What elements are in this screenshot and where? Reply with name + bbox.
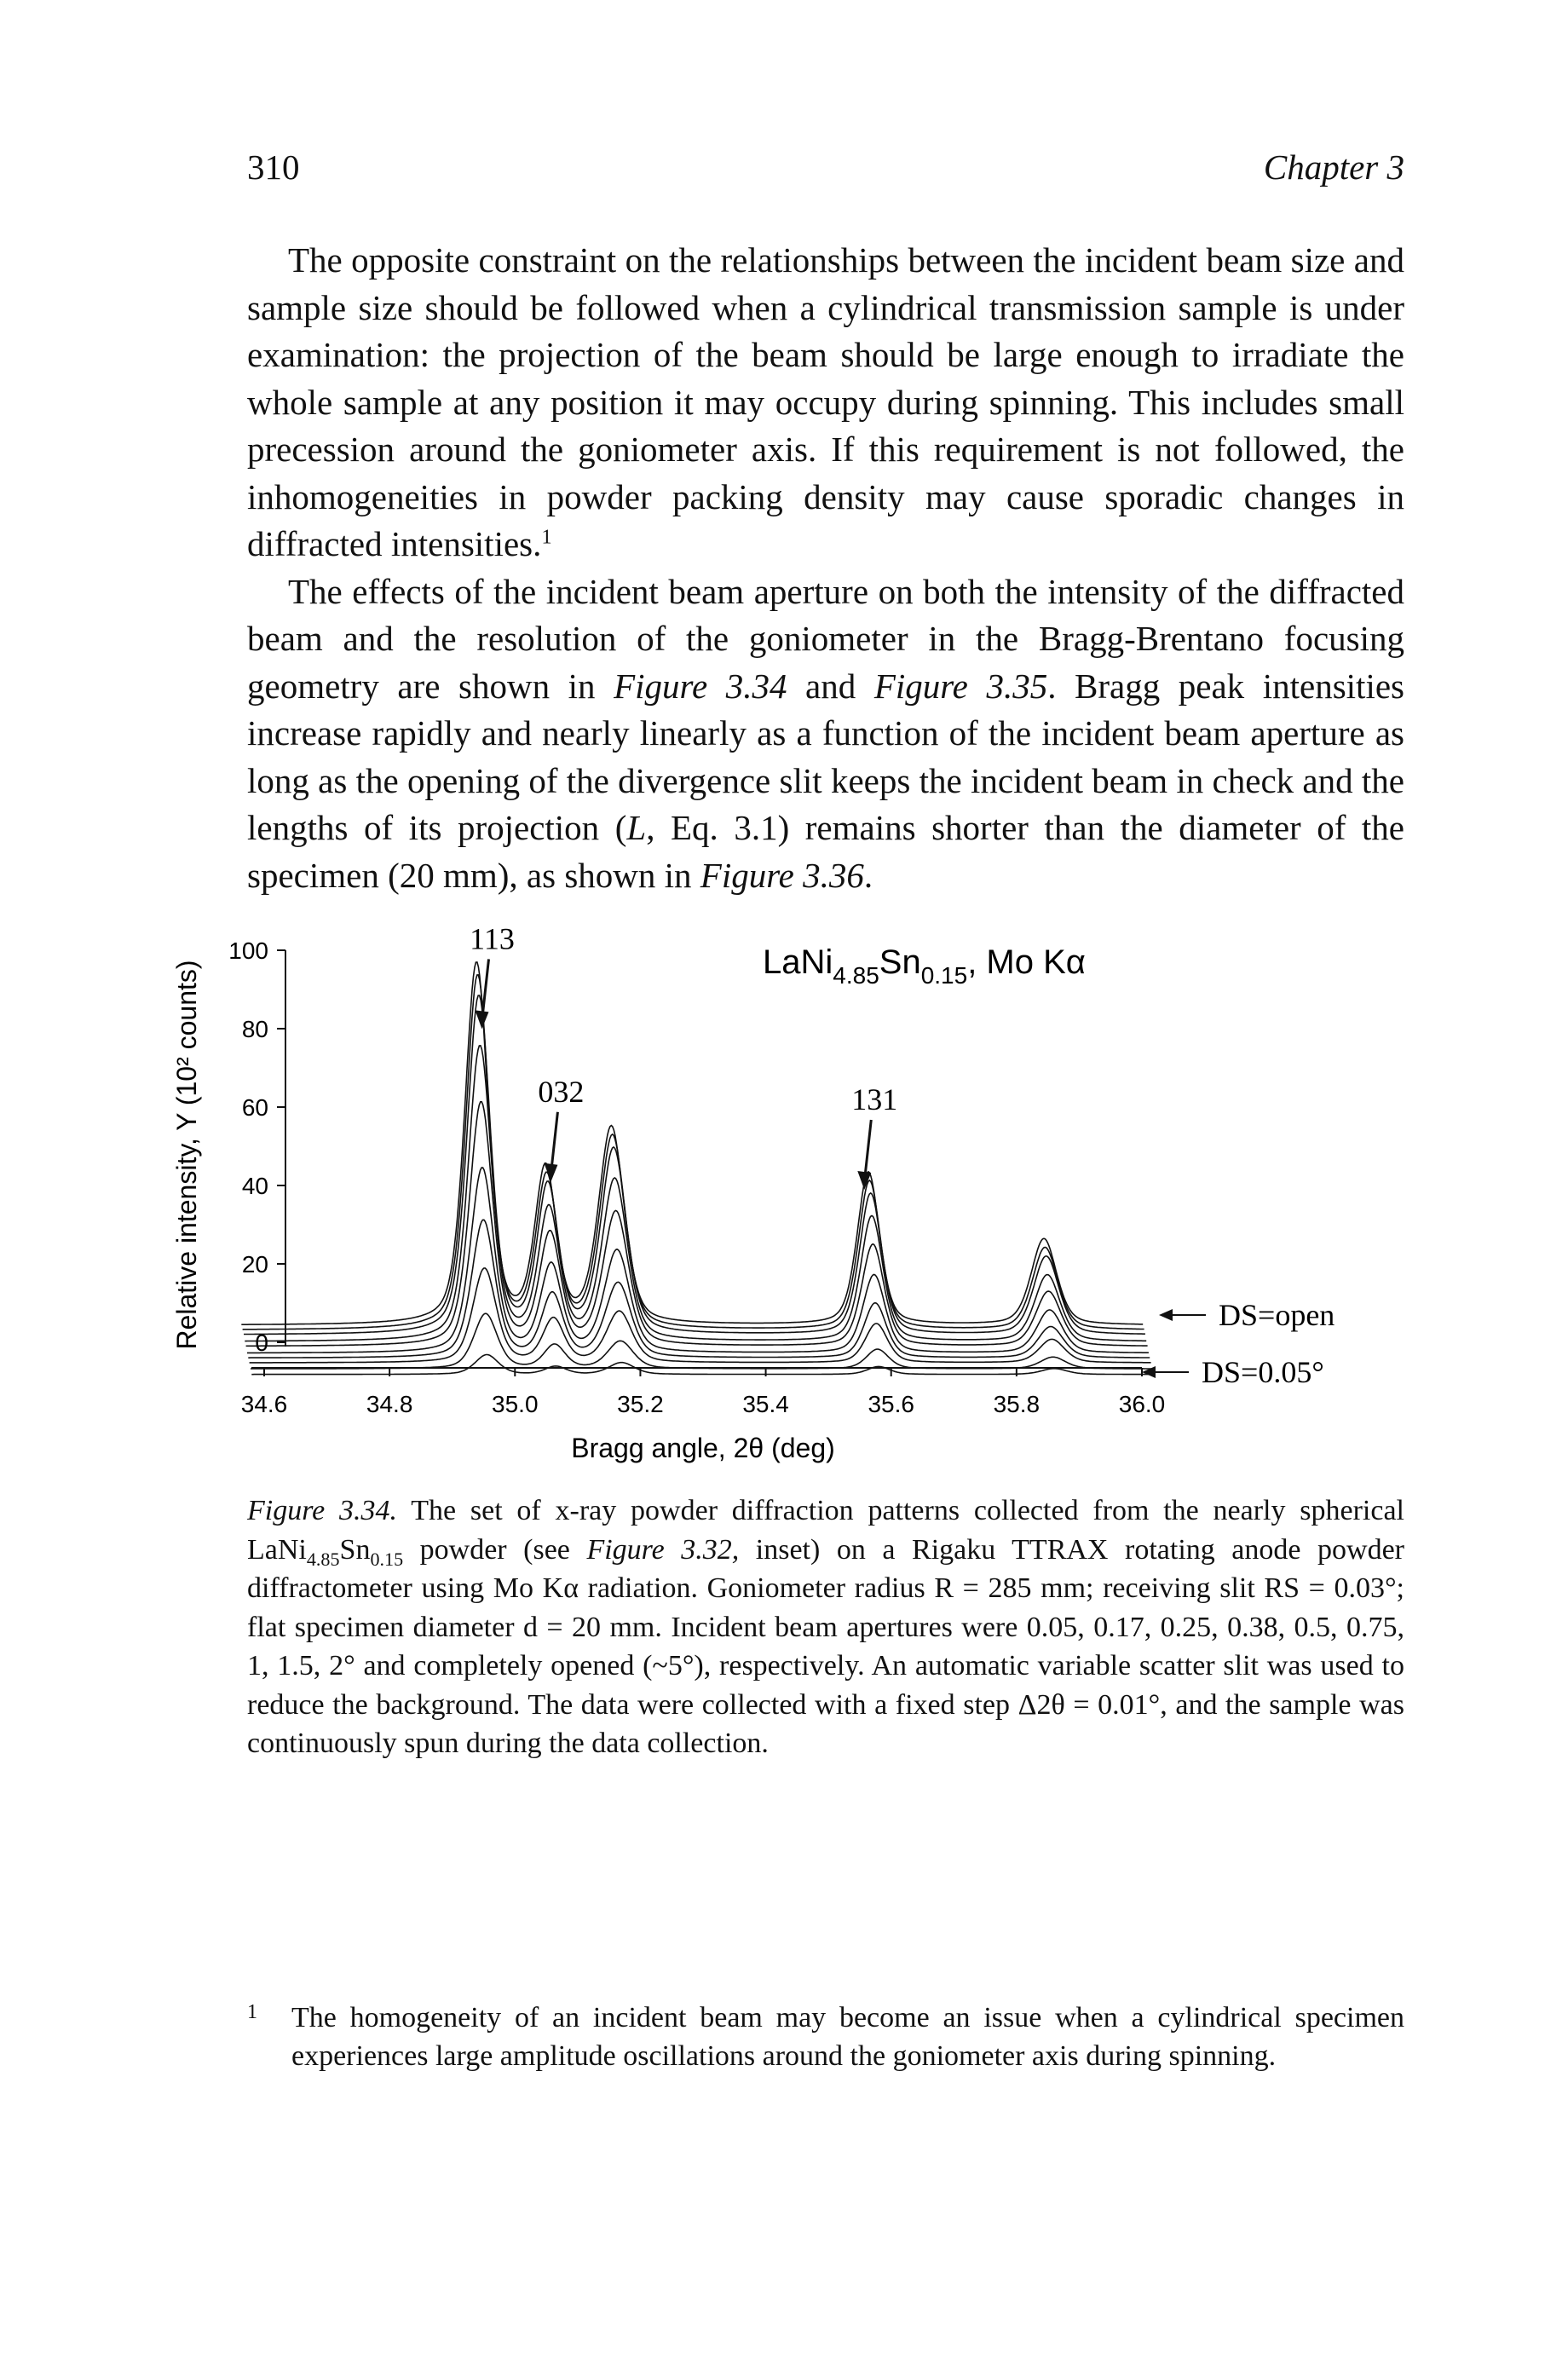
p2-e: . [863,855,873,895]
figure-ref-3-36: Figure 3.36 [700,855,864,895]
series-arrowhead-0 [1159,1309,1173,1321]
diffraction-chart: 34.6 34.8 35.0 35.2 35.4 35.6 35.8 36.0 0 20 40 60 8… [171,921,1335,1463]
caption-text-c: powder (see [403,1533,587,1566]
y-tick-label-1: 20 [242,1251,268,1278]
peak-arrowhead-131 [857,1171,872,1190]
series-line-9 [242,974,1144,1330]
paragraph-1: The opposite constraint on the relations… [247,237,1404,568]
chart-title: LaNi4.85Sn0.15, Mo Kα [763,943,1086,989]
paragraph-2: The effects of the incident beam apertur… [247,568,1404,900]
p2-d: , Eq. 3.1) remains shorter than the diam… [247,808,1404,895]
page-number: 310 [247,147,300,187]
y-axis-label: Relative intensity, Y (10² counts) [171,960,202,1349]
footnote-ref: 1 [541,525,552,549]
peak-arrowhead-113 [475,1010,489,1030]
chart-title-part-0: LaNi [763,943,833,981]
series-line-4 [248,1219,1150,1358]
x-tick-label-7: 36.0 [1119,1391,1166,1417]
running-head: Chapter 3 [1263,147,1404,187]
y-tick-label-5: 100 [228,937,268,964]
axis-layer: 34.6 34.8 35.0 35.2 35.4 35.6 35.8 36.0 0 20 40 60 8… [228,937,1165,1417]
variable-L: L [626,808,647,847]
caption-text-a: The set of x-ray powder diffraction patt… [247,1495,1404,1566]
figure-caption: Figure 3.34. The set of x-ray powder dif… [247,1491,1404,1763]
caption-sub-2: 0.15 [370,1548,404,1570]
y-tick-label-4: 80 [242,1016,268,1042]
caption-figure-ref: Figure 3.32, [586,1533,740,1566]
series-line-6 [245,1100,1148,1347]
chart-title-part-3: 0.15 [921,962,968,989]
paragraph-1-text: The opposite constraint on the relations… [247,240,1404,563]
series-line-5 [247,1167,1149,1354]
caption-text-d: inset) on a Rigaku TTRAX rotating anode … [247,1533,1404,1760]
footnote-text: The homogeneity of an incident beam may … [291,2002,1404,2072]
caption-text-b: Sn [339,1533,371,1566]
series-label-0: DS=open [1219,1298,1335,1332]
y-tick-label-0: 0 [255,1330,268,1356]
series-layer [241,961,1154,1376]
chart-title-part-2: Sn [879,943,921,981]
x-tick-label-4: 35.4 [742,1391,789,1417]
peak-arrow-032 [549,1111,559,1174]
figure-3-34: 34.6 34.8 35.0 35.2 35.4 35.6 35.8 36.0 0 20 40 60 8… [170,920,1363,1466]
x-axis-label: Bragg angle, 2θ (deg) [571,1433,835,1463]
body-text: The opposite constraint on the relations… [247,237,1404,899]
footnote-mark: 1 [247,2001,257,2023]
x-tick-label-3: 35.2 [617,1391,664,1417]
y-tick-label-3: 60 [242,1094,268,1121]
series-label-1: DS=0.05° [1202,1355,1324,1389]
series-line-1 [251,1353,1154,1376]
series-arrowhead-1 [1142,1366,1156,1378]
peak-arrow-131 [862,1119,873,1183]
footnote: 1 The homogeneity of an incident beam ma… [247,1999,1404,2075]
chart-title-part-4: , Mo Kα [967,943,1086,981]
p2-a: The effects of the incident beam apertur… [247,571,1404,706]
series-line-10 [241,961,1144,1325]
peak-arrowhead-032 [544,1162,558,1182]
caption-label: Figure 3.34. [247,1495,398,1526]
series-line-8 [244,995,1145,1335]
peak-label-113: 113 [470,921,515,955]
x-tick-label-2: 35.0 [492,1391,539,1417]
x-tick-label-5: 35.6 [868,1391,914,1417]
x-tick-label-6: 35.8 [994,1391,1041,1417]
series-line-3 [249,1267,1151,1364]
p2-b: and [787,666,874,706]
caption-sub-1: 4.85 [306,1548,340,1570]
figure-ref-3-35: Figure 3.35 [873,666,1048,706]
label-layer: Bragg angle, 2θ (deg) Relative intensity,… [171,921,1335,1463]
peak-label-131: 131 [851,1082,897,1116]
peak-label-032: 032 [538,1075,584,1109]
p2-c: . Bragg peak intensities increase rapidl… [247,666,1404,848]
x-tick-label-1: 34.8 [366,1391,413,1417]
series-line-7 [245,1045,1147,1342]
y-tick-label-2: 40 [242,1173,268,1199]
chart-title-part-1: 4.85 [833,962,879,989]
peak-arrow-113 [481,959,490,1022]
x-tick-label-0: 34.6 [241,1391,288,1417]
figure-ref-3-34: Figure 3.34 [614,666,787,706]
